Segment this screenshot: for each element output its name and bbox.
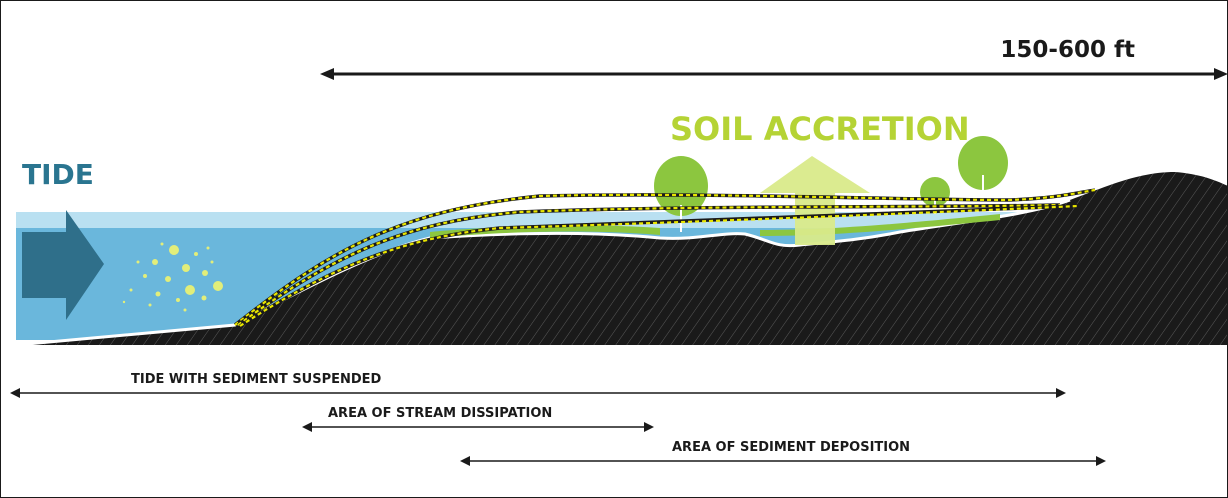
label-stream-dissipation: AREA OF STREAM DISSIPATION xyxy=(328,406,552,421)
range-arrow-suspended xyxy=(10,388,1066,398)
soil-accretion-label: SOIL ACCRETION xyxy=(670,110,970,148)
accretion-arrow xyxy=(760,156,870,245)
sediment-particles xyxy=(122,242,223,312)
sediment-level-lines xyxy=(233,188,1096,328)
width-label: 150-600 ft xyxy=(1000,37,1135,63)
label-sediment-deposition: AREA OF SEDIMENT DEPOSITION xyxy=(672,440,910,455)
range-arrow-dissipation xyxy=(302,422,654,432)
range-arrow-deposition xyxy=(460,456,1106,466)
tide-arrow xyxy=(22,210,104,320)
tide-label: TIDE xyxy=(22,158,94,191)
tree-2 xyxy=(920,177,950,214)
ground-profile xyxy=(16,172,1227,345)
span-arrow xyxy=(320,68,1228,80)
label-sediment-suspended: TIDE WITH SEDIMENT SUSPENDED xyxy=(131,372,382,387)
marsh-grass xyxy=(430,214,1000,238)
